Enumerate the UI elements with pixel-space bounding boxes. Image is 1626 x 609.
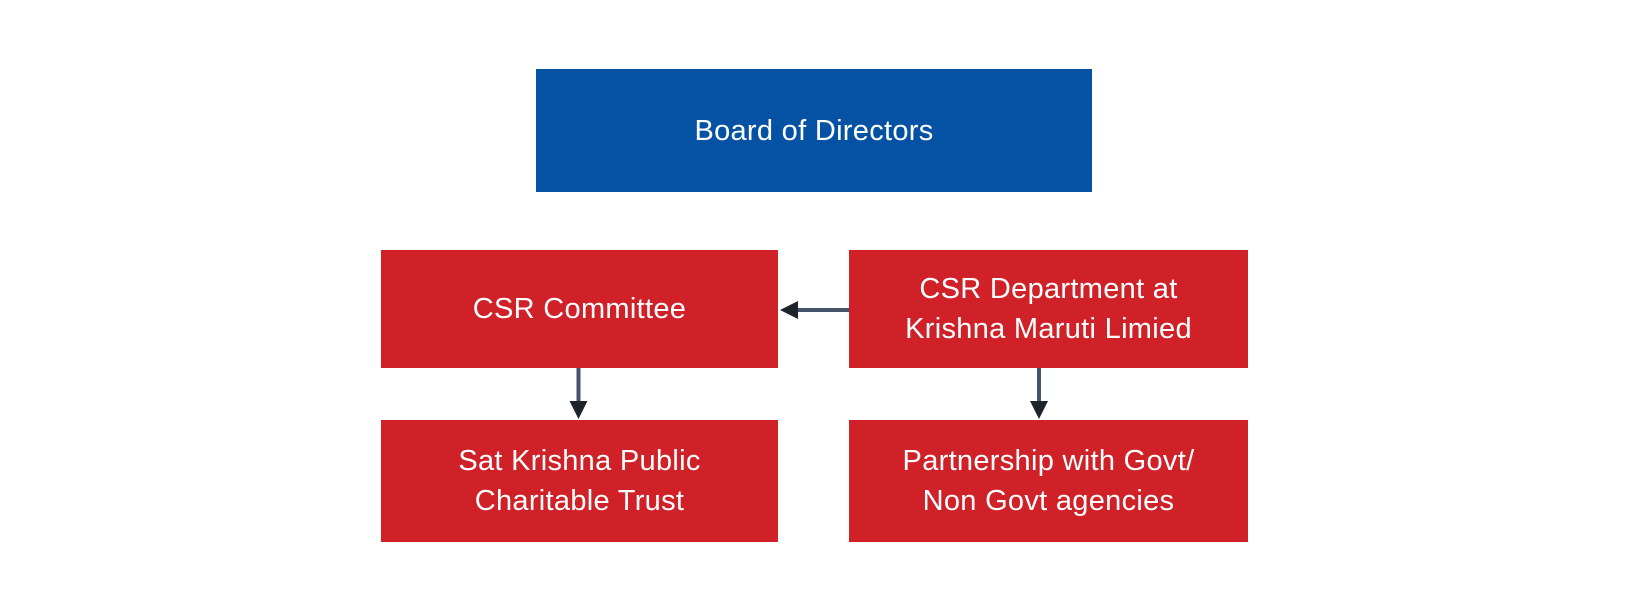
- node-board-of-directors: Board of Directors: [536, 69, 1092, 192]
- csr-committee-label: CSR Committee: [472, 293, 687, 325]
- partnership-label: Partnership with Govt/ Non Govt agencies: [902, 445, 1195, 517]
- arrow-committee-to-trust: [569, 368, 588, 419]
- node-partnership: Partnership with Govt/ Non Govt agencies: [849, 420, 1248, 542]
- node-charitable-trust: Sat Krishna Public Charitable Trust: [381, 420, 778, 542]
- arrow-department-to-committee: [780, 301, 849, 319]
- csr-department-label: CSR Department at Krishna Maruti Limied: [905, 273, 1192, 345]
- board-of-directors-label: Board of Directors: [694, 114, 934, 147]
- node-csr-department: CSR Department at Krishna Maruti Limied: [849, 250, 1248, 368]
- charitable-trust-label: Sat Krishna Public Charitable Trust: [458, 445, 701, 517]
- arrow-department-to-partnership: [1030, 368, 1048, 419]
- node-csr-committee: CSR Committee: [381, 250, 778, 368]
